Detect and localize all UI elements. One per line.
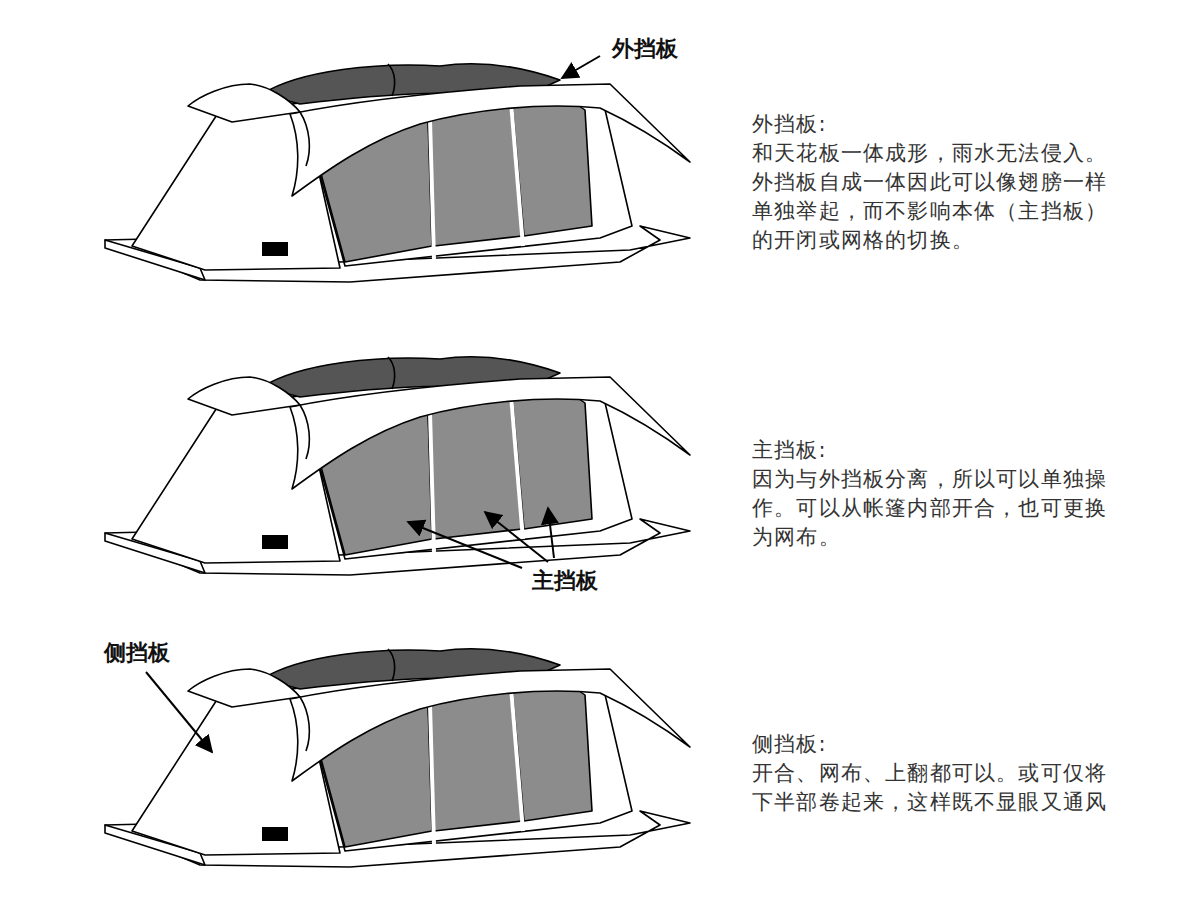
callout-label: 侧挡板: [104, 640, 170, 666]
description-text: 开合、网布、上翻都可以。或可仅将下半部卷起来，这样既不显眼又通风: [752, 759, 1124, 817]
description-text: 和天花板一体成形，雨水无法侵入。: [752, 139, 1124, 168]
section-heading: 外挡板:: [752, 110, 1124, 139]
section-heading: 主挡板:: [752, 436, 1124, 465]
callout-label: 主挡板: [532, 568, 598, 594]
description-text: 因为与外挡板分离，所以可以单独操作。可以从帐篷内部开合，也可更换为网布。: [752, 465, 1124, 552]
callout-label: 外挡板: [612, 36, 678, 62]
section-heading: 侧挡板:: [752, 730, 1124, 759]
description-text: 外挡板自成一体因此可以像翅膀一样单独举起，而不影响本体（主挡板）的开闭或网格的切…: [752, 168, 1124, 255]
